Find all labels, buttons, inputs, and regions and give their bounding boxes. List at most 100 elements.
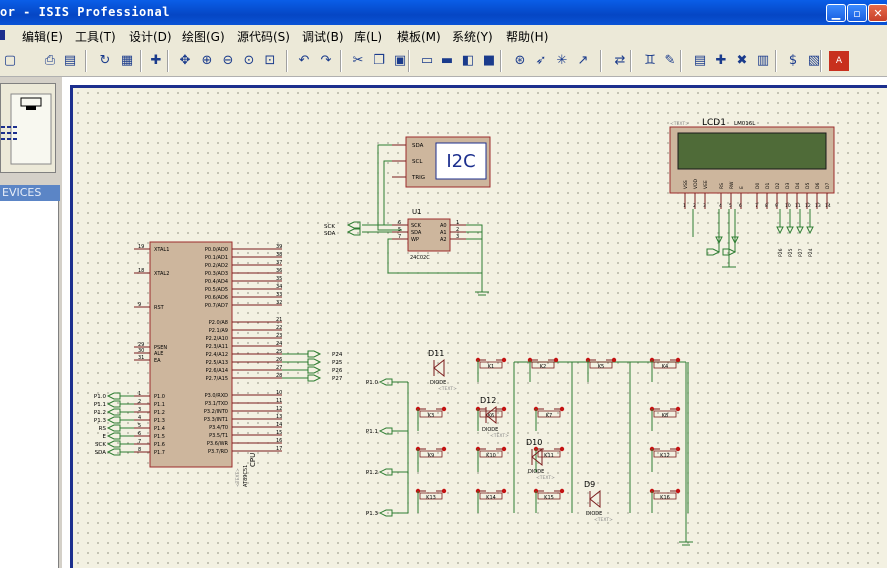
device-list[interactable] [0,201,59,568]
cpu-pin-number: 22 [276,325,282,331]
i2c-label: I2C [446,151,475,172]
lcd-pin-number: 11 [795,203,801,209]
pan-icon[interactable]: ✥ [179,53,191,68]
overview-window[interactable] [0,83,56,173]
minimize-button[interactable]: ▁ [826,4,846,22]
u1-pin-label: SDA [411,230,422,236]
menu-item-1[interactable]: 工具(T) [75,30,116,44]
net-terminal-rs [706,248,721,256]
menu-item-8[interactable]: 系统(Y) [452,30,493,44]
net-terminal-e-arrow [731,236,739,245]
remove-sheet-icon[interactable]: ✖ [736,53,748,68]
cpu-pin-number: 11 [276,398,282,404]
menu-item-3[interactable]: 绘图(G) [182,30,225,44]
undo-icon[interactable]: ↶ [298,53,310,68]
close-button[interactable]: ✕ [868,4,887,22]
open-icon[interactable]: ▢ [3,53,17,68]
menu-item-9[interactable]: 帮助(H) [506,30,549,44]
menu-item-7[interactable]: 模板(M) [397,30,441,44]
net-label-row: P1.3 [366,511,379,517]
page-icon[interactable]: ▤ [63,53,77,68]
cpu-pin-number: 2 [138,399,141,405]
key-pin [553,357,559,363]
zoom-in-icon[interactable]: ⊕ [201,53,213,68]
cpu-pin-label: P1.2 [154,410,165,416]
net-terminal-row [378,509,393,517]
cpu-pin-label: P3.6/WR [207,441,229,447]
zoom-all-icon[interactable]: ⊙ [243,53,255,68]
cpu-pin-label: PSEN [154,345,167,351]
key-label: K7 [546,413,552,419]
cpu-pin-label: P0.4/AD4 [205,279,228,285]
probe-icon[interactable]: ↗ [577,53,589,68]
u1-pin-number: 6 [398,220,401,226]
net-terminal-p1 [106,416,121,424]
block-rotate-icon[interactable]: ◧ [461,53,475,68]
block-move-icon[interactable]: ▬ [440,53,454,68]
cpu-pin-label: P2.7/A15 [206,376,228,382]
key-label: K6 [488,413,494,419]
net-terminal-p1 [106,432,121,440]
block-delete-icon[interactable]: ■ [482,53,496,68]
cpu-pin-label: RST [154,305,165,311]
netlist-icon[interactable]: ⇄ [614,53,626,68]
arrow-icon[interactable]: ➶ [535,53,547,68]
cpu-pin-label: P1.3 [154,418,165,424]
bom-icon[interactable]: ▤ [693,53,707,68]
diode-part: DIODE [430,380,446,386]
devices-header: EVICES [0,185,60,201]
redo-icon[interactable]: ↷ [320,53,332,68]
u1-body [407,218,451,252]
zoom-out-icon[interactable]: ⊖ [222,53,234,68]
diode-symbol [433,358,445,378]
menu-file-edge[interactable] [0,30,5,40]
origin-icon[interactable]: ✚ [150,53,162,68]
menu-item-4[interactable]: 源代码(S) [237,30,290,44]
menu-item-5[interactable]: 调试(B) [302,30,344,44]
key-label: K4 [662,364,668,370]
report-icon[interactable]: $ [788,53,798,68]
zoom-area-icon[interactable]: ⊡ [264,53,276,68]
maximize-button[interactable]: ▫ [847,4,867,22]
cpu-pin-number: 3 [138,407,141,413]
ares-icon[interactable]: A [829,51,849,71]
grid-icon[interactable]: ▦ [120,53,134,68]
refresh-icon[interactable]: ↻ [99,53,111,68]
net-label-p1: P1.2 [94,410,106,416]
copy-icon[interactable]: ❐ [373,53,385,68]
cpu-ref: CPU [249,453,257,467]
cpu-pin-label: P0.7/AD7 [205,303,228,309]
menu-item-0[interactable]: 编辑(E) [22,30,63,44]
erc-icon[interactable]: ▧ [807,53,821,68]
lcd-pin-number: 1 [683,203,686,209]
cpu-pin-label: EA [154,358,161,364]
add-sheet-icon[interactable]: ✚ [715,53,727,68]
diode-ref: D12 [480,396,496,405]
diode-symbol [589,489,601,509]
lcd-pin-label: E [739,186,745,189]
menu-item-2[interactable]: 设计(D) [129,30,172,44]
lcd-pin-number: 4 [719,203,722,209]
property-icon[interactable]: ✎ [664,53,676,68]
cut-icon[interactable]: ✂ [352,53,364,68]
net-terminal-p2 [307,358,322,366]
search-icon[interactable]: ♊ [644,53,656,68]
menu-item-6[interactable]: 库(L) [354,30,383,44]
print-icon[interactable]: ⎙ [44,53,56,68]
lcd-pin-number: 7 [755,203,758,209]
cpu-pin-label: P2.2/A10 [206,336,228,342]
lcd-sub: <TEXT> [670,121,689,127]
cpu-pin-number: 34 [276,284,282,290]
net-label-p2: P24 [332,352,343,358]
cpu-pin-number: 12 [276,406,282,412]
cpu-pin-number: 13 [276,414,282,420]
net-label-row: P1.2 [366,470,378,476]
cpu-part: AT89C51 [243,465,249,487]
paste-icon[interactable]: ▣ [393,53,407,68]
block-copy-icon[interactable]: ▭ [420,53,434,68]
export-icon[interactable]: ▥ [756,53,770,68]
pick-icon[interactable]: ⊛ [514,53,526,68]
wire-auto-icon[interactable]: ✳ [556,53,568,68]
